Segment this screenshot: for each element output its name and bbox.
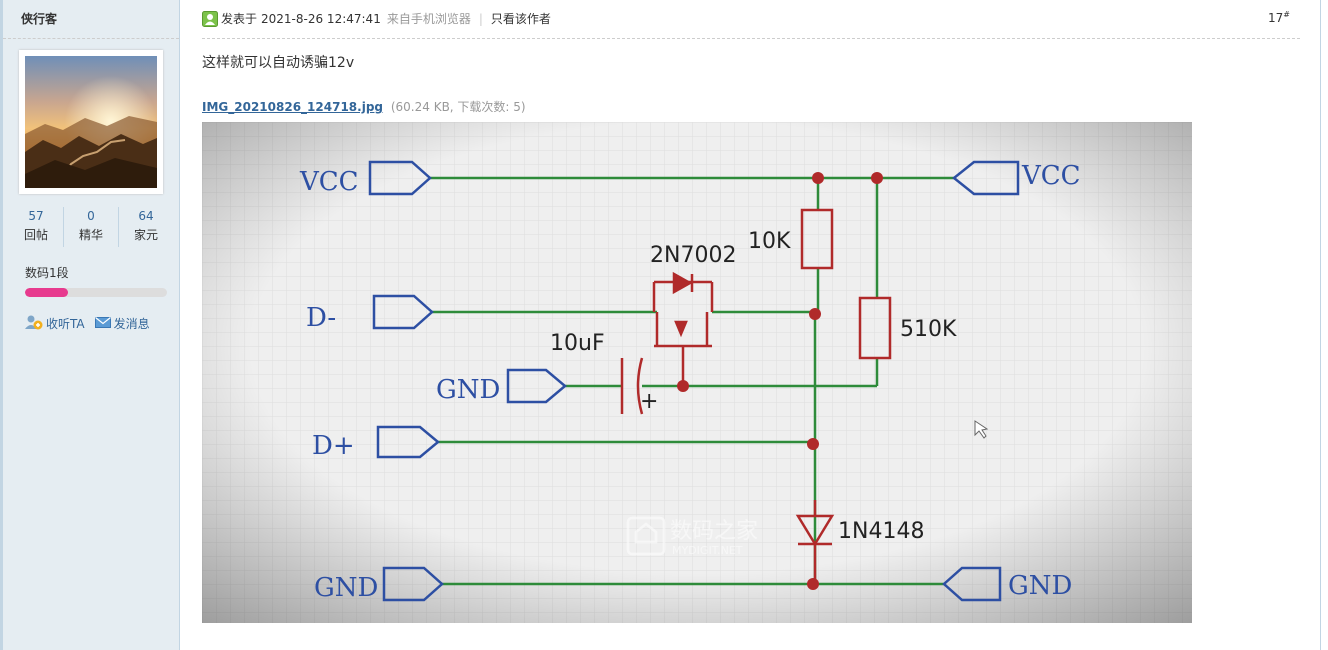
attachment-info: (60.24 KB, 下载次数: 5) (390, 100, 526, 114)
attachment-image[interactable]: VCC VCC D- GND D+ GND GND 2N7002 10K 510… (202, 122, 1192, 623)
site-watermark: 数码之家 MYDIGIT.NET (626, 516, 758, 557)
label-gnd-cap: GND (436, 375, 500, 405)
stat-label: 家元 (133, 228, 158, 242)
component-labels: 2N7002 10K 510K 10uF + 1N4148 (550, 229, 957, 544)
user-level: 数码1段 (25, 266, 69, 280)
label-vcc-right: VCC (1021, 161, 1081, 191)
label-gnd-right: GND (1008, 571, 1072, 601)
label-diode: 1N4148 (838, 519, 924, 544)
port-labels: VCC VCC D- GND D+ GND GND (299, 161, 1081, 603)
label-d-plus: D+ (312, 431, 355, 461)
label-cap: 10uF (550, 331, 605, 356)
floor-num: 17 (1268, 11, 1284, 25)
stat-value: 0 (87, 209, 95, 223)
attachment-line: IMG_20210826_124718.jpg (60.24 KB, 下载次数:… (202, 98, 526, 115)
post-time: 2021-8-26 12:47:41 (261, 11, 381, 26)
follow-button[interactable]: 收听TA (25, 314, 85, 333)
stat-digest[interactable]: 0 精华 (63, 207, 118, 247)
stat-label: 精华 (78, 228, 103, 242)
send-message-button[interactable]: 发消息 (94, 314, 150, 333)
author-sidebar: 侠行客 (3, 0, 180, 650)
label-gnd-left: GND (314, 573, 378, 603)
only-author-link[interactable]: 只看该作者 (490, 12, 551, 26)
label-r-510k: 510K (900, 317, 957, 342)
stat-label: 回帖 (23, 228, 48, 242)
label-vcc-left: VCC (299, 167, 359, 197)
label-cap-plus: + (640, 389, 658, 414)
author-name[interactable]: 侠行客 (21, 12, 58, 26)
label-d-minus: D- (306, 303, 336, 333)
floor-number[interactable]: 17# (1268, 10, 1290, 25)
watermark-en: MYDIGIT.NET (672, 544, 743, 557)
post-source: 来自手机浏览器 (386, 12, 471, 26)
posted-prefix: 发表于 (221, 12, 258, 26)
author-row: 侠行客 (3, 0, 179, 39)
attachment-link[interactable]: IMG_20210826_124718.jpg (202, 100, 384, 114)
circuit-components (620, 208, 892, 582)
level-progress-fill (25, 288, 68, 297)
avatar[interactable] (25, 56, 157, 188)
label-r-10k: 10K (748, 229, 791, 254)
floor-suffix: # (1283, 10, 1290, 19)
user-online-icon (202, 10, 218, 27)
watermark-cn: 数码之家 (670, 519, 758, 544)
stat-value: 57 (28, 209, 44, 223)
author-actions: 收听TA 发消息 (25, 314, 150, 333)
junction-dots (677, 172, 883, 590)
avatar-frame (19, 50, 163, 194)
post-header: 发表于 2021-8-26 12:47:41 来自手机浏览器 | 只看该作者 1… (202, 0, 1300, 39)
cursor-icon (974, 420, 989, 439)
post-meta: 发表于 2021-8-26 12:47:41 来自手机浏览器 | 只看该作者 (202, 10, 551, 27)
post-body-text: 这样就可以自动诱骗12v (202, 55, 355, 71)
page-left-border (0, 0, 3, 650)
port-symbols (368, 160, 1020, 602)
stat-value: 64 (138, 209, 154, 223)
stat-coins[interactable]: 64 家元 (118, 207, 173, 247)
author-stats: 57 回帖 0 精华 64 家元 (9, 207, 173, 247)
follow-label: 收听TA (46, 317, 85, 331)
follow-icon (25, 314, 43, 333)
message-label: 发消息 (113, 317, 150, 331)
level-progress-bar (25, 288, 167, 297)
mail-icon (94, 316, 111, 332)
label-mosfet: 2N7002 (650, 243, 736, 268)
page-right-border (1320, 0, 1321, 650)
stat-replies[interactable]: 57 回帖 (9, 207, 63, 247)
meta-separator: | (478, 11, 483, 26)
